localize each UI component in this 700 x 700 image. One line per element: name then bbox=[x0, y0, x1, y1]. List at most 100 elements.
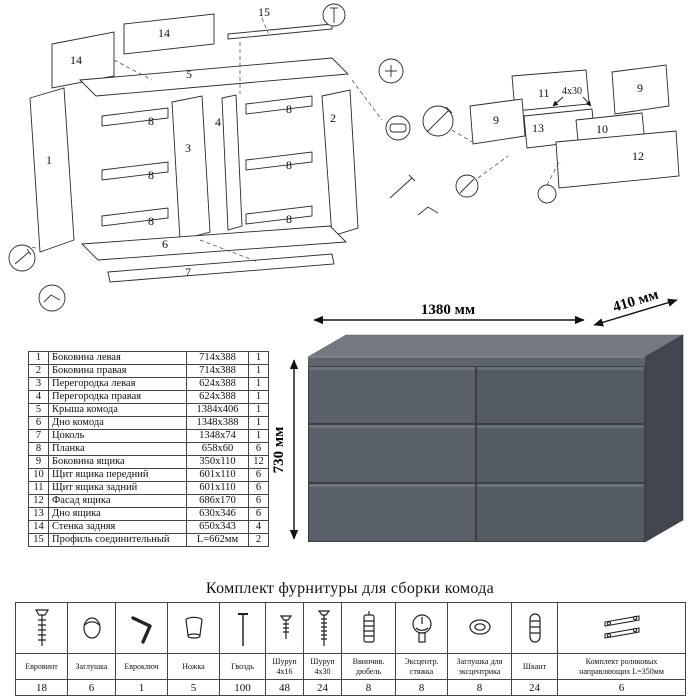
hardware-name: Ввинчив. дюбель bbox=[341, 653, 396, 680]
width-dimension-label: 1380 мм bbox=[421, 302, 475, 318]
part-qty: 1 bbox=[248, 390, 269, 404]
leader-lines bbox=[25, 17, 561, 263]
part-label-9: 9 bbox=[493, 113, 499, 127]
part-qty: 1 bbox=[248, 429, 269, 443]
part-qty: 2 bbox=[248, 533, 269, 547]
hardware-name: Евровинт bbox=[15, 653, 68, 680]
hardware-qty: 8 bbox=[341, 679, 396, 696]
part-number: 4 bbox=[28, 390, 49, 404]
part-label-9: 9 bbox=[637, 81, 643, 95]
part-label-3: 3 bbox=[185, 141, 191, 155]
hardware-qty: 18 bbox=[15, 679, 68, 696]
part-qty: 6 bbox=[248, 507, 269, 521]
hardware-icon-cell bbox=[15, 602, 68, 654]
part-name: Щит ящика передний bbox=[48, 468, 187, 482]
part-size: 630x346 bbox=[186, 507, 249, 521]
part-number: 3 bbox=[28, 377, 49, 391]
hexkey-icon bbox=[130, 616, 152, 644]
part-name: Щит ящика задний bbox=[48, 481, 187, 495]
hardware-icon-cell bbox=[115, 602, 168, 654]
part-label-7: 7 bbox=[185, 265, 191, 279]
part-number: 7 bbox=[28, 429, 49, 443]
nail-icon bbox=[237, 613, 248, 646]
euroscrew-icon bbox=[34, 609, 49, 646]
part-size: 350x110 bbox=[186, 455, 249, 469]
part-number: 1 bbox=[28, 351, 49, 365]
part-label-8: 8 bbox=[148, 114, 154, 128]
part-size: 1348x74 bbox=[186, 429, 249, 443]
hardware-icon-cell bbox=[265, 602, 304, 654]
part-size: L=662мм bbox=[186, 533, 249, 547]
hardware-qty: 6 bbox=[557, 679, 686, 696]
hardware-icon-cell bbox=[219, 602, 266, 654]
part-name: Дно ящика bbox=[48, 507, 187, 521]
part-number: 8 bbox=[28, 442, 49, 456]
hardware-qty: 1 bbox=[115, 679, 168, 696]
part-qty: 1 bbox=[248, 377, 269, 391]
part-size: 714x388 bbox=[186, 351, 249, 365]
drawer-front bbox=[309, 425, 475, 482]
part-size: 658x60 bbox=[186, 442, 249, 456]
part-qty: 6 bbox=[248, 468, 269, 482]
part-label-2: 2 bbox=[330, 111, 336, 125]
part-name: Фасад ящика bbox=[48, 494, 187, 508]
part-name: Дно комода bbox=[48, 416, 187, 430]
part-name: Цоколь bbox=[48, 429, 187, 443]
chest-render bbox=[306, 334, 685, 543]
hardware-name: Комплект роликовых направляющих L=350мм bbox=[557, 653, 686, 680]
part-number: 14 bbox=[28, 520, 49, 534]
hardware-icon-cell bbox=[303, 602, 342, 654]
dowel-screw-icon bbox=[362, 611, 375, 643]
screw-long-icon bbox=[317, 610, 331, 646]
product-render: 1380 мм 410 мм 730 мм bbox=[271, 290, 685, 543]
part-size: 686x170 bbox=[186, 494, 249, 508]
part-size: 1348x388 bbox=[186, 416, 249, 430]
roller-guides-icon bbox=[603, 615, 640, 639]
part-name: Боковина левая bbox=[48, 351, 187, 365]
hardware-qty: 100 bbox=[219, 679, 266, 696]
part-name: Боковина правая bbox=[48, 364, 187, 378]
hardware-qty: 8 bbox=[395, 679, 448, 696]
hardware-icon-cell bbox=[395, 602, 448, 654]
drawer-exploded-view bbox=[469, 64, 680, 189]
hardware-name: Гвоздь bbox=[219, 653, 266, 680]
part-label-5: 5 bbox=[186, 67, 192, 81]
hardware-icon-cell bbox=[447, 602, 512, 654]
part-number: 11 bbox=[28, 481, 49, 495]
hardware-icon-cell bbox=[511, 602, 558, 654]
part-size: 1384x406 bbox=[186, 403, 249, 417]
part-number: 10 bbox=[28, 468, 49, 482]
hardware-qty-row: 18 6 1 5 100 48 24 8 8 8 24 6 bbox=[15, 679, 686, 696]
part-label-6: 6 bbox=[162, 237, 168, 251]
drawer-front bbox=[477, 425, 644, 482]
part-label-13: 13 bbox=[532, 121, 544, 135]
part-label-11: 11 bbox=[538, 86, 550, 100]
part-qty: 1 bbox=[248, 416, 269, 430]
part-name: Профиль соединительный bbox=[48, 533, 187, 547]
part-number: 9 bbox=[28, 455, 49, 469]
part-number: 5 bbox=[28, 403, 49, 417]
part-size: 624x388 bbox=[186, 390, 249, 404]
part-name: Перегородка правая bbox=[48, 390, 187, 404]
leg-icon bbox=[184, 616, 203, 639]
part-name: Перегородка левая bbox=[48, 377, 187, 391]
part-qty: 1 bbox=[248, 403, 269, 417]
part-qty: 12 bbox=[248, 455, 269, 469]
drawer-front bbox=[477, 367, 644, 423]
dimension-arrows bbox=[289, 298, 678, 540]
part-number: 15 bbox=[28, 533, 49, 547]
part-number: 6 bbox=[28, 416, 49, 430]
hardware-name: Эксцентр. стяжка bbox=[395, 653, 448, 680]
part-label-12: 12 bbox=[632, 149, 644, 163]
hardware-callouts bbox=[8, 3, 557, 312]
hardware-name: Ножка bbox=[167, 653, 220, 680]
part-number: 12 bbox=[28, 494, 49, 508]
height-dimension-label: 730 мм bbox=[271, 427, 287, 474]
part-size: 601x110 bbox=[186, 468, 249, 482]
